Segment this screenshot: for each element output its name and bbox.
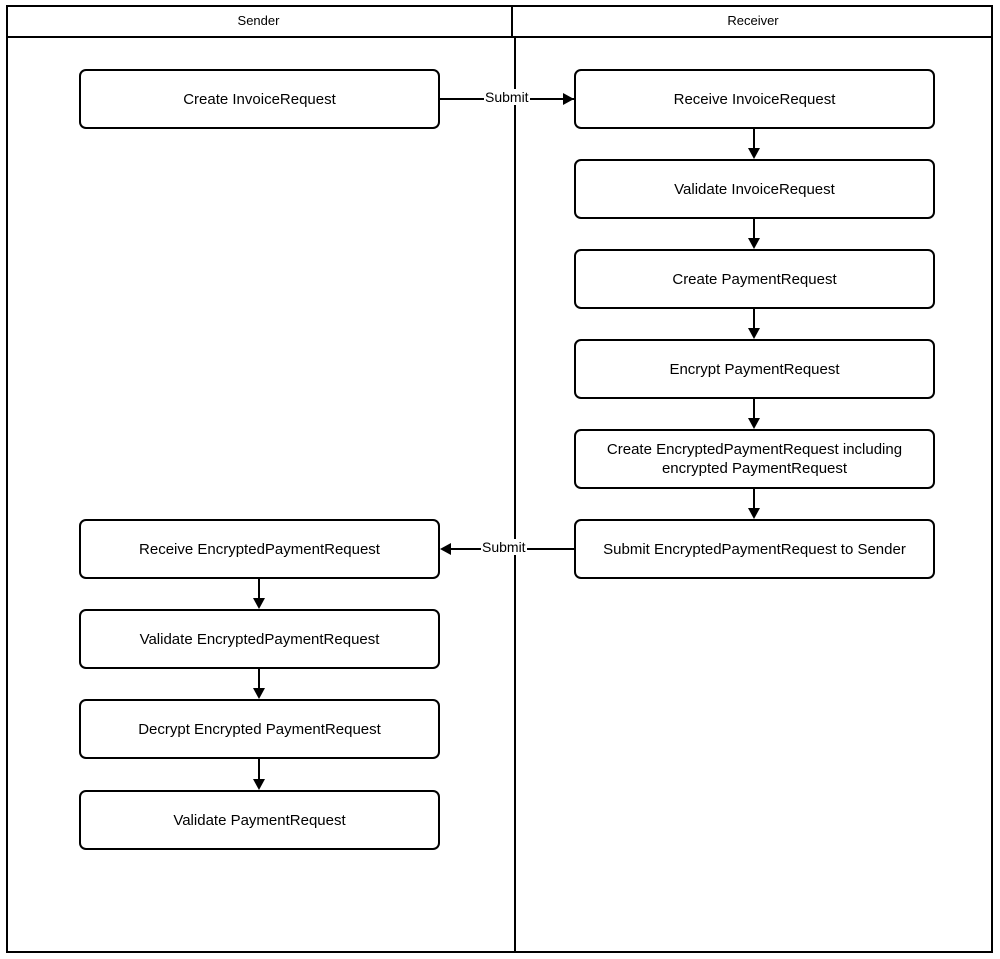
connector-s3-s4 <box>258 669 260 692</box>
node-create-paymentrequest[interactable]: Create PaymentRequest <box>574 249 935 309</box>
connector-s2-s3 <box>258 579 260 602</box>
arrowhead-to-receive-invoicerequest <box>563 93 574 105</box>
connector-r4-r5 <box>753 399 755 422</box>
connector-s4-s5 <box>258 759 260 783</box>
node-decrypt-encrypted-paymentrequest[interactable]: Decrypt Encrypted PaymentRequest <box>79 699 440 759</box>
arrowhead-s3-s4 <box>253 688 265 699</box>
lane-header-sender: Sender <box>6 5 513 36</box>
node-receive-encryptedpaymentrequest[interactable]: Receive EncryptedPaymentRequest <box>79 519 440 579</box>
node-submit-encryptedpaymentrequest-to-sender[interactable]: Submit EncryptedPaymentRequest to Sender <box>574 519 935 579</box>
lane-divider <box>514 38 516 953</box>
swimlane-header-row: Sender Receiver <box>6 5 993 38</box>
arrowhead-r5-r6 <box>748 508 760 519</box>
arrowhead-r2-r3 <box>748 238 760 249</box>
arrowhead-s4-s5 <box>253 779 265 790</box>
connector-r2-r3 <box>753 219 755 242</box>
arrowhead-r3-r4 <box>748 328 760 339</box>
arrowhead-to-receive-encryptedpaymentrequest <box>440 543 451 555</box>
arrowhead-r1-r2 <box>748 148 760 159</box>
node-encrypt-paymentrequest[interactable]: Encrypt PaymentRequest <box>574 339 935 399</box>
node-validate-invoicerequest[interactable]: Validate InvoiceRequest <box>574 159 935 219</box>
connector-r5-r6 <box>753 489 755 512</box>
node-create-invoicerequest[interactable]: Create InvoiceRequest <box>79 69 440 129</box>
connector-r3-r4 <box>753 309 755 332</box>
node-validate-paymentrequest[interactable]: Validate PaymentRequest <box>79 790 440 850</box>
edge-label-submit-to-sender: Submit <box>481 539 527 555</box>
edge-label-submit-to-receiver: Submit <box>484 89 530 105</box>
node-create-encryptedpaymentrequest[interactable]: Create EncryptedPaymentRequest including… <box>574 429 935 489</box>
connector-r1-r2 <box>753 129 755 152</box>
arrowhead-r4-r5 <box>748 418 760 429</box>
node-receive-invoicerequest[interactable]: Receive InvoiceRequest <box>574 69 935 129</box>
lane-header-receiver: Receiver <box>727 13 779 28</box>
arrowhead-s2-s3 <box>253 598 265 609</box>
node-validate-encryptedpaymentrequest[interactable]: Validate EncryptedPaymentRequest <box>79 609 440 669</box>
